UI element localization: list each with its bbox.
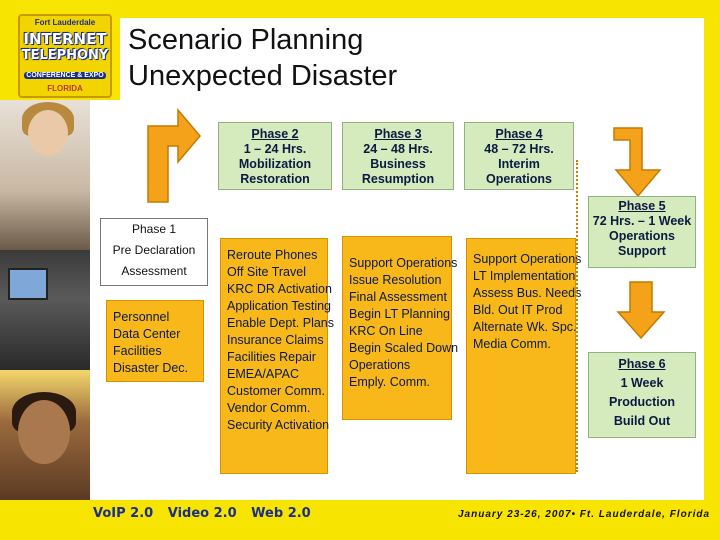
phase-4-task-list: Support Operations LT Implementation Ass… [466,238,582,474]
phase-2-desc-1: Mobilization [238,157,312,171]
list-item: LT Implementation [473,269,576,283]
list-item: Data Center [113,327,181,341]
logo-top-text: Fort Lauderdale [34,18,96,27]
list-item: Assess Bus. Needs [473,286,582,300]
list-item: Bld. Out IT Prod [473,303,563,317]
phase-5-desc-1: Operations [609,229,675,243]
phase-6-time: 1 Week [620,376,664,390]
list-item: Facilities Repair [227,350,316,364]
list-item: Disaster Dec. [113,361,189,375]
photo-strip [0,100,90,500]
list-item: Emply. Comm. [349,375,431,389]
phase-6-box: Phase 6 1 Week Production Build Out [588,352,696,438]
list-item: Customer Comm. [227,384,325,398]
phase-5-desc-2: Support [618,244,666,258]
phase-1-name: Phase 1 [131,222,177,236]
list-item: Insurance Claims [227,333,324,347]
phase-4-desc-2: Operations [486,172,552,186]
footer-tags: VoIP 2.0 Video 2.0 Web 2.0 [93,506,321,521]
phase-4-time: 48 – 72 Hrs. [484,142,554,156]
logo-conference: CONFERENCE & EXPO [24,72,106,79]
list-item: Final Assessment [349,290,447,304]
list-item: Operations [349,358,411,372]
phase-2-task-list: Reroute Phones Off Site Travel KRC DR Ac… [220,238,335,474]
phase-2-desc-2: Restoration [240,172,310,186]
up-right-arrow-icon [147,107,201,203]
phase-5-name: Phase 5 [618,199,666,213]
phase-2-time: 1 – 24 Hrs. [243,142,307,156]
list-item: Issue Resolution [349,273,442,287]
phase-1-task-list: Personnel Data Center Facilities Disaste… [106,300,204,382]
phase-3-time: 24 – 48 Hrs. [363,142,433,156]
list-item: Reroute Phones [227,248,318,262]
phase-6-name: Phase 6 [618,357,666,371]
list-item: KRC DR Activation [227,282,332,296]
phase-4-desc-1: Interim [498,157,540,171]
list-item: Support Operations [349,256,458,270]
monitor-icon [8,268,48,300]
list-item: Application Testing [227,299,332,313]
phase-4-name: Phase 4 [495,127,543,141]
phase-4-box: Phase 4 48 – 72 Hrs. Interim Operations [464,122,574,190]
down-arrow-icon [613,127,662,198]
phase-3-task-list: Support Operations Issue Resolution Fina… [342,236,459,420]
logo-telephony: TELEPHONY [21,48,109,63]
logo-internet: INTERNET [23,30,107,48]
phase-1-box: Phase 1 Pre Declaration Assessment [100,218,208,286]
phase-3-desc-1: Business [370,157,426,171]
title-line-2: Unexpected Disaster [128,60,398,92]
list-item: Vendor Comm. [227,401,311,415]
phase-5-time: 72 Hrs. – 1 Week [592,214,692,228]
footer-event: January 23-26, 2007• Ft. Lauderdale, Flo… [458,509,711,520]
phase-3-box: Phase 3 24 – 48 Hrs. Business Resumption [342,122,454,190]
conference-logo: Fort Lauderdale INTERNET TELEPHONY CONFE… [18,14,112,98]
footer-tag-video: Video 2.0 [167,506,237,521]
phase-6-desc-2: Build Out [613,414,671,428]
list-item: Begin Scaled Down [349,341,459,355]
footer-tag-voip: VoIP 2.0 [93,506,154,521]
list-item: Media Comm. [473,337,551,351]
list-item: Support Operations [473,252,582,266]
phase-2-box: Phase 2 1 – 24 Hrs. Mobilization Restora… [218,122,332,190]
list-item: Enable Dept. Plans [227,316,335,330]
down-arrow-icon-2 [616,281,666,340]
phase-2-name: Phase 2 [251,127,299,141]
timeline-divider [576,160,578,472]
list-item: Alternate Wk. Spc. [473,320,577,334]
list-item: Off Site Travel [227,265,306,279]
title-line-1: Scenario Planning [128,24,364,56]
phase-6-desc-1: Production [609,395,675,409]
phase-3-name: Phase 3 [374,127,422,141]
title-area: Scenario Planning Unexpected Disaster [120,18,704,100]
phase-3-desc-2: Resumption [361,172,435,186]
phase-5-box: Phase 5 72 Hrs. – 1 Week Operations Supp… [588,196,696,268]
list-item: Personnel [113,310,170,324]
phase-1-line-2: Pre Declaration [112,243,196,257]
footer-tag-web: Web 2.0 [251,506,311,521]
phase-1-line-3: Assessment [121,264,187,278]
list-item: Begin LT Planning [349,307,451,321]
logo-state: FLORIDA [47,84,83,93]
list-item: KRC On Line [349,324,423,338]
list-item: Facilities [113,344,162,358]
list-item: Security Activation [227,418,330,432]
list-item: EMEA/APAC [227,367,300,381]
